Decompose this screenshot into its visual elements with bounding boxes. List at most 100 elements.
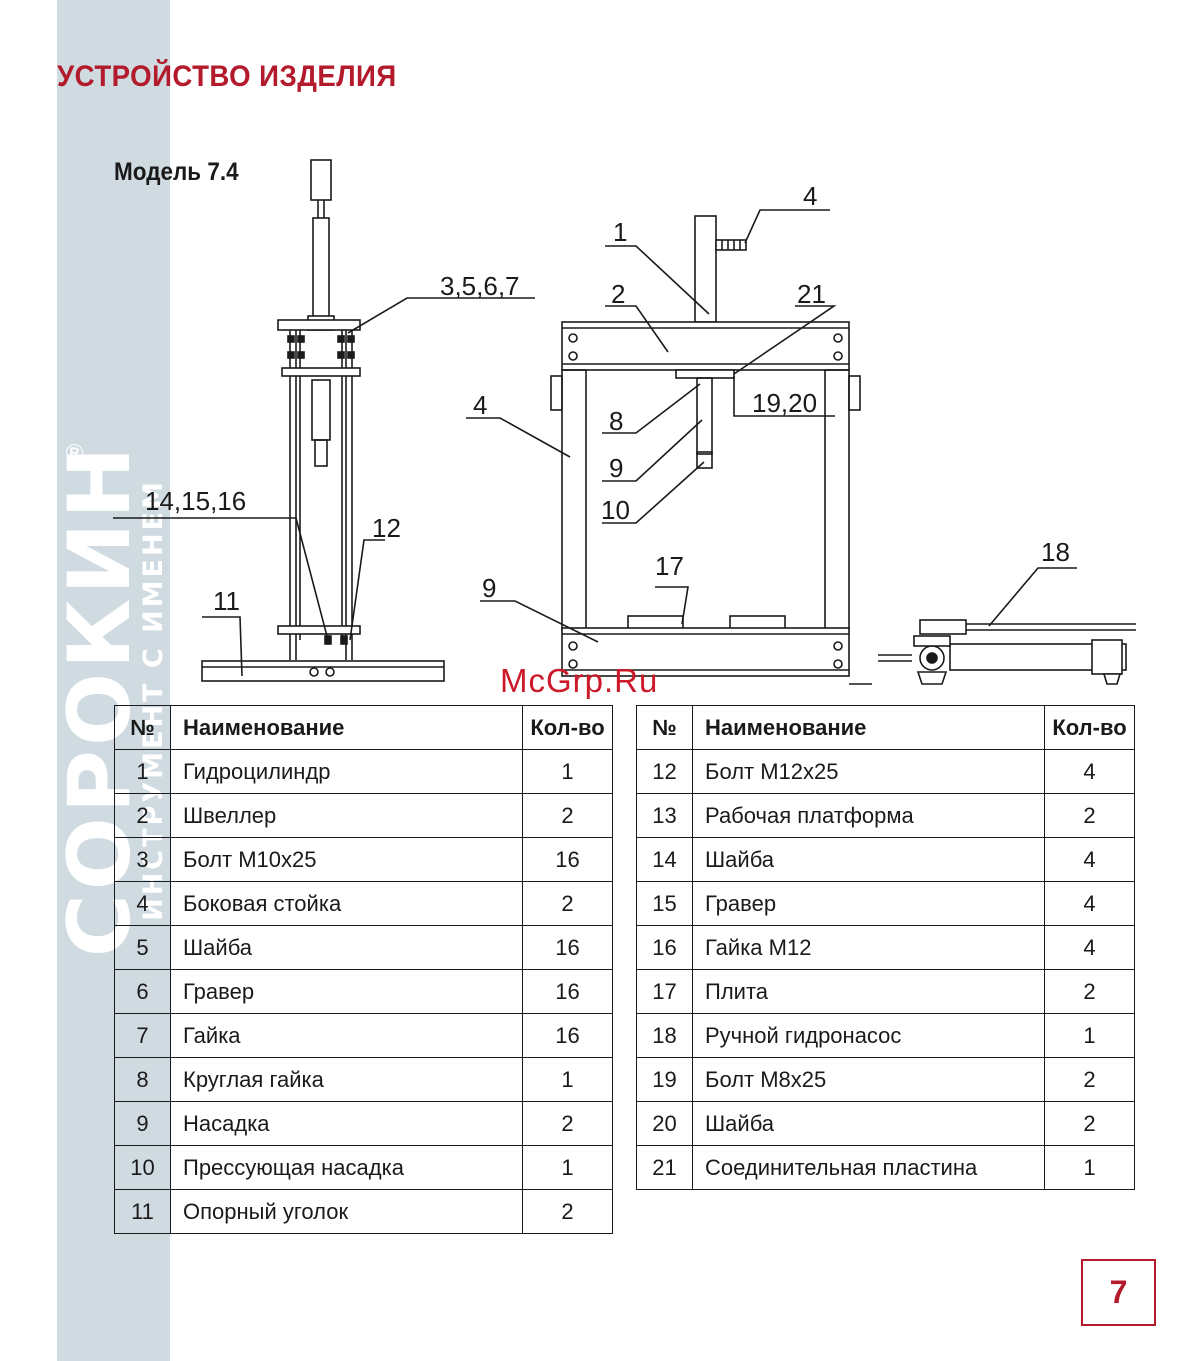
cell-num: 5	[114, 925, 171, 970]
cell-name: Рабочая платформа	[692, 793, 1045, 838]
cell-name: Плита	[692, 969, 1045, 1014]
cell-num: 9	[114, 1101, 171, 1146]
callout-11: 11	[213, 586, 240, 616]
callout-141516: 14,15,16	[145, 486, 246, 516]
cell-name: Боковая стойка	[170, 881, 523, 926]
cell-qty: 1	[522, 1057, 613, 1102]
cell-qty: 2	[1044, 1101, 1135, 1146]
cell-num: 15	[636, 881, 693, 926]
header-qty: Кол-во	[522, 705, 613, 750]
cell-qty: 2	[522, 881, 613, 926]
cell-num: 3	[114, 837, 171, 882]
cell-qty: 4	[1044, 837, 1135, 882]
cell-num: 18	[636, 1013, 693, 1058]
cell-name: Гравер	[692, 881, 1045, 926]
cell-name: Гайка	[170, 1013, 523, 1058]
cell-name: Ручной гидронасос	[692, 1013, 1045, 1058]
callout-1: 1	[613, 217, 627, 247]
callout-19-20: 19,20	[752, 388, 817, 418]
page-number: 7	[1081, 1259, 1156, 1326]
cell-num: 10	[114, 1145, 171, 1190]
table-header-row: № Наименование Кол-во	[114, 705, 613, 750]
header-num: №	[636, 705, 693, 750]
side-view	[113, 159, 535, 682]
cell-qty: 2	[522, 1101, 613, 1146]
cell-name: Болт М8х25	[692, 1057, 1045, 1102]
callout-2: 2	[611, 279, 625, 309]
callout-21: 21	[797, 279, 826, 309]
cell-qty: 1	[1044, 1013, 1135, 1058]
cell-num: 19	[636, 1057, 693, 1102]
cell-name: Гайка М12	[692, 925, 1045, 970]
cell-name: Шайба	[692, 837, 1045, 882]
cell-name: Соединительная пластина	[692, 1145, 1045, 1190]
cell-name: Болт М10х25	[170, 837, 523, 882]
cell-qty: 1	[522, 1145, 613, 1190]
cell-num: 7	[114, 1013, 171, 1058]
callout-3567: 3,5,6,7	[440, 271, 520, 301]
cell-qty: 16	[522, 969, 613, 1014]
cell-num: 13	[636, 793, 693, 838]
model-label: Модель 7.4	[114, 158, 239, 186]
cell-name: Прессующая насадка	[170, 1145, 523, 1190]
callout-9: 9	[482, 573, 496, 603]
cell-qty: 1	[522, 749, 613, 794]
cell-name: Насадка	[170, 1101, 523, 1146]
front-view	[466, 209, 872, 685]
cell-qty: 2	[522, 1189, 613, 1234]
registered-mark-icon: R	[66, 444, 83, 461]
cell-num: 8	[114, 1057, 171, 1102]
assembly-drawing: 3,5,6,7 14,15,16 12 11 1 4 2 21 4 8 19,2…	[113, 159, 1136, 685]
cell-qty: 4	[1044, 749, 1135, 794]
cell-num: 17	[636, 969, 693, 1014]
cell-qty: 4	[1044, 925, 1135, 970]
header-name: Наименование	[692, 705, 1045, 750]
cell-num: 16	[636, 925, 693, 970]
cell-name: Гидроцилиндр	[170, 749, 523, 794]
callout-12: 12	[372, 513, 401, 543]
cell-qty: 2	[1044, 793, 1135, 838]
callout-10: 10	[601, 495, 630, 525]
cell-num: 2	[114, 793, 171, 838]
cell-qty: 16	[522, 925, 613, 970]
header-num: №	[114, 705, 171, 750]
cell-name: Круглая гайка	[170, 1057, 523, 1102]
cell-qty: 1	[1044, 1145, 1135, 1190]
cell-name: Шайба	[170, 925, 523, 970]
cell-num: 20	[636, 1101, 693, 1146]
page-title: УСТРОЙСТВО ИЗДЕЛИЯ	[57, 60, 397, 93]
cell-name: Швеллер	[170, 793, 523, 838]
header-qty: Кол-во	[1044, 705, 1135, 750]
callout-8: 8	[609, 406, 623, 436]
cell-name: Гравер	[170, 969, 523, 1014]
callout-4: 4	[473, 390, 487, 420]
table-header-row: № Наименование Кол-во	[636, 705, 1135, 750]
cell-num: 21	[636, 1145, 693, 1190]
callout-17: 17	[655, 551, 684, 581]
cell-qty: 2	[1044, 1057, 1135, 1102]
cell-num: 1	[114, 749, 171, 794]
cell-name: Болт М12х25	[692, 749, 1045, 794]
cell-qty: 4	[1044, 881, 1135, 926]
header-name: Наименование	[170, 705, 523, 750]
